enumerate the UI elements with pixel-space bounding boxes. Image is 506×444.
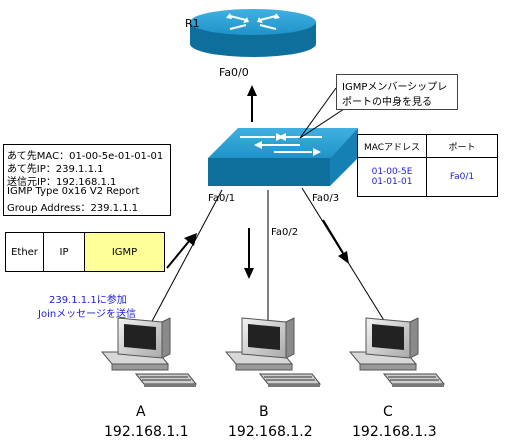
frame-field-ether-text: Ether bbox=[11, 246, 38, 258]
arrow-host-a-to-switch bbox=[166, 233, 197, 269]
link-switch-a bbox=[149, 189, 223, 326]
callout-pointer bbox=[299, 87, 351, 139]
switch-icon bbox=[208, 128, 358, 186]
switch-port-label-1: Fa0/1 bbox=[208, 193, 236, 204]
packet-info-line-3: 送信元IP：192.168.1.1 bbox=[7, 177, 117, 188]
frame-field-igmp: IGMP bbox=[84, 232, 165, 272]
join-note-line-2: Joinメッセージを送信 bbox=[38, 309, 136, 320]
packet-info-box: あて先MAC：01-00-5e-01-01-01 あて先IP：239.1.1.1… bbox=[3, 144, 171, 216]
mac-address-table: MACアドレス ポート 01-00-5E 01-01-01 Fa0/1 bbox=[357, 134, 498, 197]
arrow-up-to-router bbox=[247, 85, 257, 122]
packet-info-line-5: Group Address：239.1.1.1 bbox=[7, 203, 139, 214]
host-c-ip: 192.168.1.3 bbox=[352, 424, 437, 440]
frame-field-ip: IP bbox=[43, 232, 85, 272]
callout-box: IGMPメンバーシップレ ポートの中身を見る bbox=[336, 74, 458, 110]
mac-table-port-text: Fa0/1 bbox=[449, 172, 475, 182]
router-icon bbox=[190, 9, 316, 57]
host-a-pc-icon bbox=[100, 317, 198, 387]
mac-table-header-port-text: ポート bbox=[448, 142, 476, 153]
frame-field-ip-text: IP bbox=[59, 246, 69, 258]
mac-table-header-port: ポート bbox=[426, 134, 498, 158]
mac-table-header-mac: MACアドレス bbox=[357, 134, 427, 158]
frame-field-ether: Ether bbox=[5, 232, 44, 272]
router-port-label: Fa0/0 bbox=[219, 66, 249, 79]
host-c-name: C bbox=[383, 404, 393, 420]
host-b-ip: 192.168.1.2 bbox=[228, 424, 313, 440]
mac-table-mac-line-2: 01-01-01 bbox=[371, 177, 413, 187]
host-b-name: B bbox=[259, 404, 269, 420]
switch-port-label-2: Fa0/2 bbox=[271, 227, 299, 238]
packet-info-line-2: あて先IP：239.1.1.1 bbox=[7, 164, 104, 175]
callout-line-1: IGMPメンバーシップレ bbox=[342, 82, 448, 93]
frame-structure: Ether IP IGMP bbox=[5, 232, 165, 272]
join-note-line-1: 239.1.1.1に参加 bbox=[49, 295, 127, 306]
router-label: R1 bbox=[185, 17, 200, 30]
host-c-pc-icon bbox=[348, 317, 446, 387]
switch-port-label-3: Fa0/3 bbox=[312, 193, 340, 204]
arrow-down-port-2 bbox=[244, 228, 254, 279]
arrow-down-port-3 bbox=[322, 219, 349, 264]
host-a-name: A bbox=[136, 404, 146, 420]
mac-table-header-mac-text: MACアドレス bbox=[363, 142, 421, 153]
callout-line-2: ポートの中身を見る bbox=[342, 97, 432, 108]
mac-table-cell-port: Fa0/1 bbox=[426, 157, 498, 197]
packet-info-line-4: IGMP Type 0x16 V2 Report bbox=[7, 186, 140, 197]
host-b-pc-icon bbox=[224, 317, 322, 387]
link-lines bbox=[149, 187, 386, 326]
host-a-ip: 192.168.1.1 bbox=[104, 424, 189, 440]
mac-table-mac-line-1: 01-00-5E bbox=[371, 167, 413, 177]
packet-info-line-1: あて先MAC：01-00-5e-01-01-01 bbox=[7, 151, 164, 162]
traffic-arrows bbox=[166, 85, 349, 279]
frame-field-igmp-text: IGMP bbox=[111, 246, 138, 258]
mac-table-cell-mac: 01-00-5E 01-01-01 bbox=[357, 157, 427, 197]
